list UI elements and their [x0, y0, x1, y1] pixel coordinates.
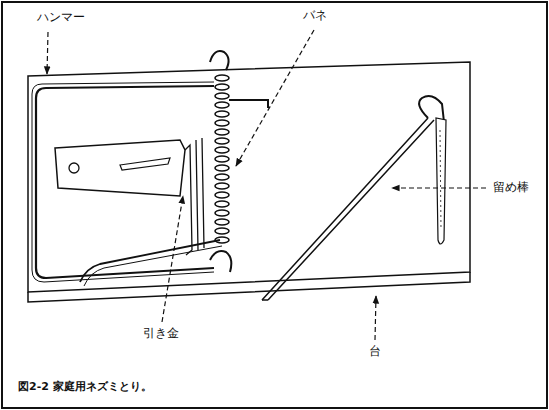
hammer-wire-edge — [32, 82, 214, 282]
base-board-top — [28, 62, 470, 292]
leader-line — [392, 187, 486, 188]
part-label: バネ — [302, 8, 328, 22]
base-board-side — [28, 272, 470, 302]
part-label: ハンマー — [36, 10, 86, 24]
spring-coil — [215, 75, 229, 243]
part-label: 引き金 — [142, 326, 180, 340]
leader-line — [236, 30, 314, 166]
spring-arm — [229, 100, 268, 108]
leader-line — [162, 196, 183, 322]
retaining-bar-end — [262, 299, 268, 301]
retaining-bar — [262, 118, 434, 300]
leader-line — [47, 32, 48, 74]
lever-wire-edge — [84, 246, 222, 286]
part-label: 台 — [368, 344, 382, 358]
trigger-plate — [55, 140, 185, 196]
part-label: 留め棒 — [492, 180, 530, 194]
lever-wire — [80, 240, 220, 282]
hammer-wire — [36, 86, 214, 278]
staple — [210, 251, 231, 272]
leader-lines — [47, 30, 486, 340]
leader-line — [375, 296, 376, 340]
trigger-hole — [69, 163, 79, 173]
staple — [210, 51, 229, 70]
trigger-bracket — [185, 145, 192, 255]
bait-catch — [436, 118, 446, 244]
figure-caption: 図2-2 家庭用ネズミとり。 — [18, 380, 152, 393]
trigger-post — [196, 138, 204, 250]
bait-catch-texture — [440, 130, 441, 230]
trigger-slot — [120, 158, 170, 170]
retaining-hook — [419, 96, 444, 122]
